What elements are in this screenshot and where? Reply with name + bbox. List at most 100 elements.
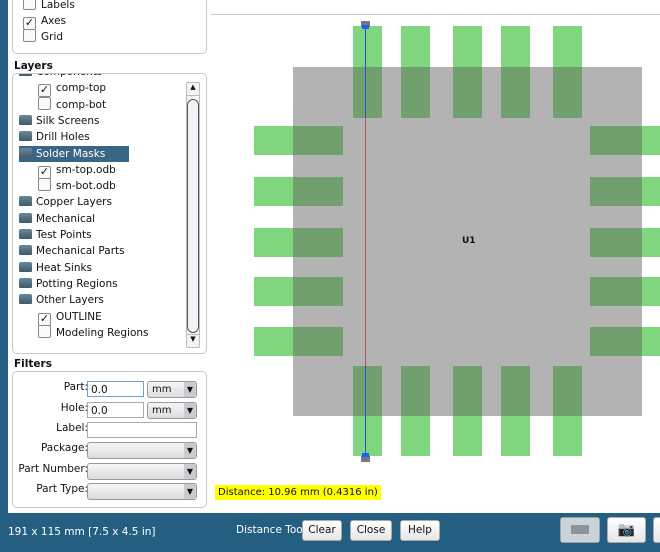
layer-item[interactable]: Test Points bbox=[19, 227, 92, 243]
layer-item[interactable]: comp-bot bbox=[38, 96, 107, 113]
view-option-label: Grid bbox=[41, 31, 64, 43]
pad-overlap bbox=[453, 67, 482, 118]
tool-label: Distance Tool bbox=[236, 524, 306, 536]
layers-title: Layers bbox=[14, 60, 53, 72]
folder-icon bbox=[19, 277, 32, 288]
layer-item[interactable]: Mechanical bbox=[19, 211, 95, 227]
layer-item[interactable]: sm-bot.odb bbox=[38, 178, 116, 194]
screenshot-button[interactable]: 📷 bbox=[607, 517, 646, 543]
layer-item[interactable]: ✓sm-top.odb bbox=[38, 162, 116, 179]
layer-item[interactable]: Heat Sinks bbox=[19, 260, 92, 276]
checkbox[interactable] bbox=[38, 96, 51, 110]
checkbox[interactable] bbox=[23, 0, 36, 10]
layer-label: comp-top bbox=[56, 82, 107, 95]
keyboard-icon bbox=[571, 525, 589, 534]
checkbox[interactable]: ✓ bbox=[38, 83, 51, 98]
folder-icon bbox=[19, 196, 32, 207]
extra-button[interactable] bbox=[653, 517, 660, 543]
layer-item[interactable]: Components bbox=[19, 74, 102, 80]
layer-item[interactable]: Drill Holes bbox=[19, 129, 90, 145]
chevron-down-icon: ▼ bbox=[184, 382, 196, 397]
pad-overlap bbox=[590, 126, 642, 155]
pad-overlap bbox=[293, 177, 343, 206]
hole-unit-select[interactable]: mm ▼ bbox=[147, 402, 197, 419]
layer-label: Heat Sinks bbox=[36, 261, 93, 274]
layer-label: sm-top.odb bbox=[56, 163, 116, 176]
hole-unit-value: mm bbox=[152, 405, 172, 416]
folder-icon bbox=[19, 294, 32, 305]
checkbox[interactable] bbox=[38, 178, 51, 192]
layer-label: Drill Holes bbox=[36, 131, 90, 144]
camera-icon: 📷 bbox=[617, 522, 636, 538]
chevron-down-icon: ▼ bbox=[184, 403, 196, 418]
folder-icon bbox=[19, 245, 32, 256]
folder-icon bbox=[19, 229, 32, 239]
layer-label: Solder Masks bbox=[36, 147, 106, 160]
layer-label: Potting Regions bbox=[36, 277, 118, 290]
pad-overlap bbox=[353, 67, 382, 118]
checkbox[interactable] bbox=[38, 324, 51, 338]
measure-point-start bbox=[362, 25, 369, 29]
pad-overlap bbox=[590, 327, 642, 356]
chevron-down-icon: ▼ bbox=[184, 443, 196, 458]
view-option-labels[interactable]: Labels bbox=[23, 0, 75, 13]
pad-overlap bbox=[590, 228, 642, 257]
measure-handle-start[interactable] bbox=[361, 21, 370, 27]
scroll-down-arrow-icon[interactable]: ▼ bbox=[187, 334, 199, 347]
help-button[interactable]: Help bbox=[400, 520, 440, 541]
layer-item[interactable]: Mechanical Parts bbox=[19, 243, 125, 259]
layer-item[interactable]: ✓OUTLINE bbox=[38, 309, 102, 326]
window-frame-left bbox=[0, 0, 8, 513]
view-option-label: Labels bbox=[41, 0, 75, 11]
layer-item[interactable]: Copper Layers bbox=[19, 194, 112, 210]
layer-label: Mechanical Parts bbox=[36, 245, 125, 258]
part-type-select[interactable]: ▼ bbox=[87, 483, 197, 500]
layer-label: sm-bot.odb bbox=[56, 180, 116, 193]
layer-label: Other Layers bbox=[36, 294, 104, 307]
pad-overlap bbox=[401, 67, 430, 118]
view-option-axes[interactable]: ✓Axes bbox=[23, 13, 66, 30]
part-number-select[interactable]: ▼ bbox=[87, 463, 197, 480]
part-number-label: Part Number: bbox=[18, 463, 88, 475]
package-select[interactable]: ▼ bbox=[87, 442, 197, 459]
part-unit-value: mm bbox=[152, 384, 172, 395]
folder-icon bbox=[19, 74, 32, 76]
layer-item[interactable]: Potting Regions bbox=[19, 276, 118, 292]
folder-icon bbox=[19, 114, 32, 125]
part-input[interactable]: 0.0 bbox=[87, 381, 144, 397]
status-bar: 191 x 115 mm [7.5 x 4.5 in] Distance Too… bbox=[0, 513, 660, 552]
keyboard-button[interactable] bbox=[560, 517, 600, 543]
pad-overlap bbox=[501, 67, 530, 118]
pad-overlap bbox=[501, 366, 530, 416]
chevron-down-icon: ▼ bbox=[184, 464, 196, 479]
layer-item[interactable]: ✓ comp-top bbox=[38, 80, 107, 98]
folder-icon bbox=[19, 261, 32, 272]
scroll-up-arrow-icon[interactable]: ▲ bbox=[187, 83, 199, 96]
layer-label: Modeling Regions bbox=[56, 326, 149, 339]
view-option-grid[interactable]: Grid bbox=[23, 29, 63, 45]
part-type-label: Part Type: bbox=[36, 483, 88, 495]
layer-item[interactable]: Modeling Regions bbox=[38, 324, 149, 341]
filters-box: Part: 0.0 mm▼ Hole: 0.0 mm▼ Label: Packa… bbox=[12, 371, 207, 508]
pad-overlap bbox=[293, 277, 343, 306]
checkbox[interactable] bbox=[23, 29, 36, 42]
label-label: Label: bbox=[56, 422, 88, 434]
clear-button[interactable]: Clear bbox=[302, 520, 342, 541]
close-button[interactable]: Close bbox=[350, 520, 392, 541]
board-canvas[interactable] bbox=[0, 0, 660, 513]
folder-icon bbox=[19, 147, 32, 158]
layer-item[interactable]: Silk Screens bbox=[19, 113, 100, 129]
layer-item[interactable]: Other Layers bbox=[19, 292, 104, 308]
hole-input[interactable]: 0.0 bbox=[87, 402, 144, 418]
layers-scrollbar[interactable]: ▲ ▼ bbox=[186, 82, 200, 348]
part-unit-select[interactable]: mm ▼ bbox=[147, 381, 197, 398]
pad-overlap bbox=[293, 327, 343, 356]
measure-handle-end[interactable] bbox=[361, 456, 370, 462]
label-input[interactable] bbox=[87, 422, 197, 438]
scroll-thumb[interactable] bbox=[187, 99, 199, 333]
layer-label: comp-bot bbox=[56, 98, 107, 111]
layer-item[interactable]: Solder Masks bbox=[19, 145, 129, 162]
